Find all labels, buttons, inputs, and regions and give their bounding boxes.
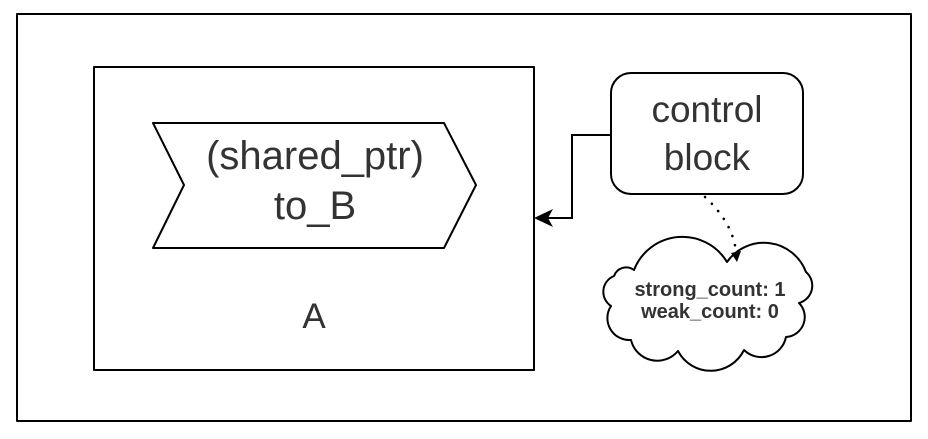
left-arrowhead-icon [534,209,553,227]
shared-ptr-chevron [152,122,477,249]
down-arrowhead-icon [731,251,741,262]
control-block-line2: block [663,136,751,178]
control-block-line1: control [651,88,763,130]
control-block-box [610,72,804,195]
counts-cloud [602,235,814,372]
counts-cloud-label: strong_count: 1 weak_count: 0 [600,279,820,323]
shared-ptr-line2: to_B [273,184,357,228]
weak-count-label: weak_count: 0 [641,301,779,323]
control-block-label: control block [611,73,803,194]
shared-ptr-label: (shared_ptr) to_B [154,131,476,231]
pointer-connector-line [537,134,611,219]
shared-ptr-line1: (shared_ptr) [206,134,424,178]
object-a-label: A [302,297,326,336]
strong-count-label: strong_count: 1 [634,279,786,301]
